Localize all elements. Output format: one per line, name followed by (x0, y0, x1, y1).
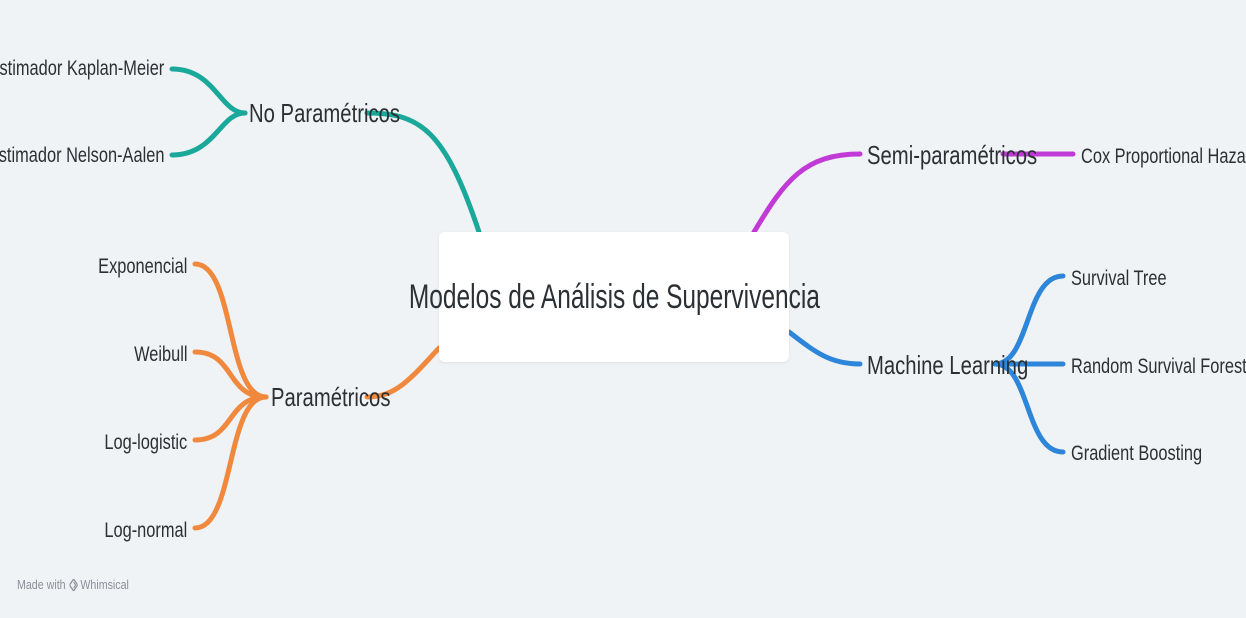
branch-no-parametricos[interactable]: No Paramétricos (249, 98, 401, 128)
edge-parametricos-weibull (192, 349, 269, 400)
edge-parametricos-exponencial (192, 261, 269, 400)
edge-center-machine-learning (786, 329, 863, 367)
leaf-kaplan-meier[interactable]: Estimador Kaplan-Meier (0, 57, 164, 80)
edge-center-no-parametricos (364, 110, 482, 235)
branch-machine-learning[interactable]: Machine Learning (867, 350, 1029, 380)
edge-no-parametricos-kaplan-meier (169, 66, 248, 116)
footer-prefix: Made with (17, 577, 66, 592)
whimsical-logo-icon (68, 577, 79, 592)
edge-machine-learning-gradient-boosting (992, 361, 1066, 455)
leaf-log-normal[interactable]: Log-normal (104, 519, 187, 542)
leaf-exponencial[interactable]: Exponencial (97, 255, 187, 278)
leaf-weibull[interactable]: Weibull (133, 343, 187, 366)
leaf-nelson-aalen[interactable]: Estimador Nelson-Aalen (0, 144, 164, 167)
footer-brand: Whimsical (80, 577, 129, 592)
edge-parametricos-log-normal (192, 394, 269, 531)
made-with-whimsical-badge[interactable]: Made with Whimsical (17, 577, 129, 592)
central-node[interactable]: Modelos de Análisis de Supervivencia (409, 232, 819, 362)
branch-semi-parametricos[interactable]: Semi-paramétricos (867, 140, 1038, 170)
edge-center-parametricos (364, 345, 442, 400)
leaf-cox-proportional-hazard[interactable]: Cox Proportional Hazard (1081, 145, 1246, 168)
leaf-survival-tree[interactable]: Survival Tree (1071, 267, 1167, 290)
edge-center-semi-parametricos (751, 151, 863, 235)
edge-machine-learning-survival-tree (992, 273, 1066, 367)
central-node-label: Modelos de Análisis de Supervivencia (408, 277, 820, 316)
leaf-log-logistic[interactable]: Log-logistic (104, 431, 187, 454)
branch-parametricos[interactable]: Paramétricos (271, 382, 391, 412)
leaf-gradient-boosting[interactable]: Gradient Boosting (1071, 442, 1203, 465)
edge-no-parametricos-nelson-aalen (169, 110, 248, 158)
leaf-random-survival-forest[interactable]: Random Survival Forest (1071, 355, 1246, 378)
